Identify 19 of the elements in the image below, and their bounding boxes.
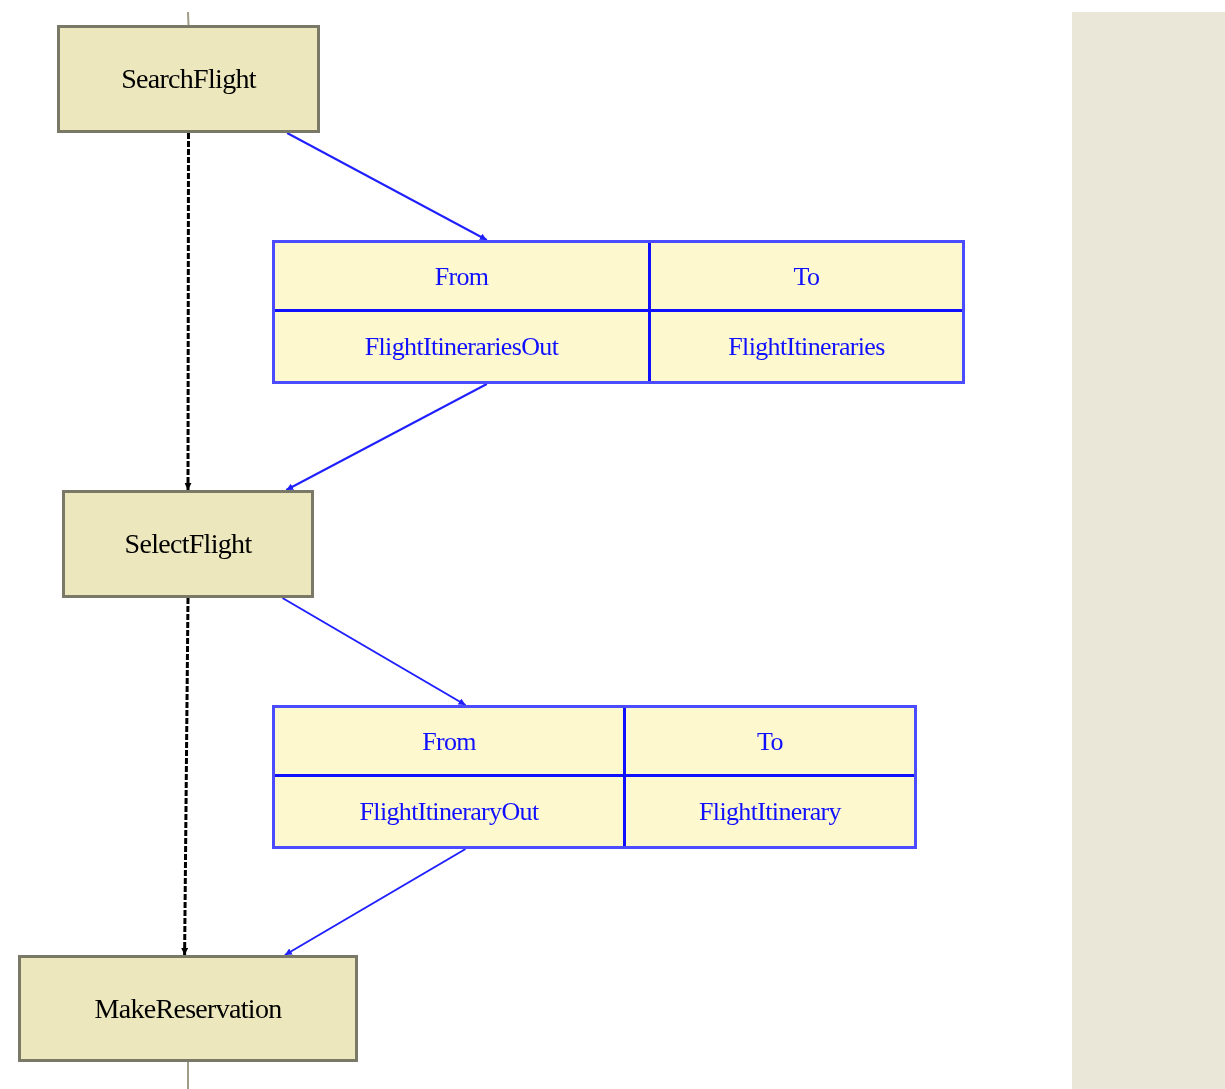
arrow <box>281 597 467 706</box>
table-cell: FlightItinerariesOut <box>275 312 651 381</box>
table-cell-text: FlightItinerary <box>698 796 843 828</box>
table-header-cell: To <box>626 708 914 777</box>
table-header-cell: From <box>275 708 626 777</box>
table-header-cell: To <box>651 243 962 312</box>
arrow <box>285 383 488 491</box>
table-cell-text: FlightItineraries <box>727 331 886 363</box>
table-cell: FlightItineraryOut <box>275 777 626 846</box>
mapping-table <box>272 705 917 849</box>
arrow <box>283 848 467 956</box>
mapping-table <box>272 240 965 384</box>
arrow <box>286 132 488 241</box>
arrow <box>181 598 190 955</box>
table-header-cell: From <box>275 243 651 312</box>
arrow <box>184 133 192 490</box>
activity-box: SelectFlight <box>62 490 314 598</box>
activity-box: SearchFlight <box>57 25 320 133</box>
activity-box: MakeReservation <box>18 955 358 1062</box>
